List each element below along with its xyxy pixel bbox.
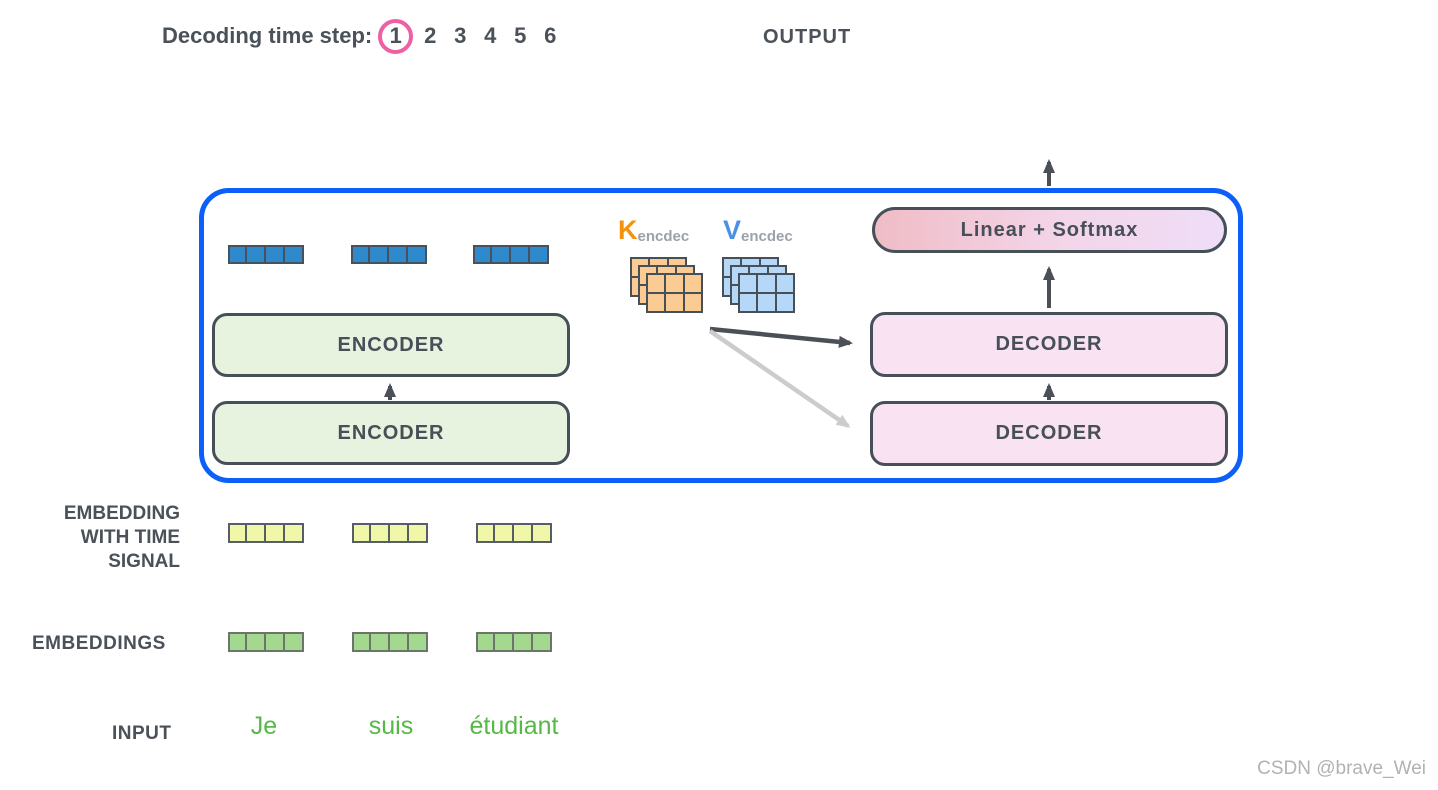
decoding-time-step-label: Decoding time step: <box>162 23 373 48</box>
linear-softmax-block: Linear + Softmax <box>872 207 1227 253</box>
time-step-5: 5 <box>514 23 527 48</box>
csdn-watermark: CSDN @brave_Wei <box>1257 758 1426 779</box>
v-subscript: encdec <box>741 228 793 245</box>
time-signal-bar-3 <box>476 523 552 543</box>
time-step-4: 4 <box>484 23 497 48</box>
input-label: INPUT <box>112 723 172 744</box>
time-signal-bar-1 <box>228 523 304 543</box>
encoder-block-top: ENCODER <box>212 313 570 377</box>
active-step-ring: 1 <box>378 18 414 54</box>
k-matrix-layer-front <box>646 273 703 313</box>
time-step-1: 1 <box>389 23 402 48</box>
encoder-output-bar-3 <box>473 245 549 264</box>
encoder-output-bar-2 <box>351 245 427 264</box>
v-encdec-label: Vencdec <box>723 215 793 246</box>
decoder-block-top: DECODER <box>870 312 1228 377</box>
encoder-output-bar-1 <box>228 245 304 264</box>
input-word-je: Je <box>250 712 278 740</box>
embedding-time-line1: EMBEDDING <box>63 503 180 524</box>
embedding-bar-1 <box>228 632 304 652</box>
v-letter: V <box>723 215 742 245</box>
k-letter: K <box>618 215 638 245</box>
embedding-time-line2: WITH TIME <box>80 527 180 548</box>
embeddings-label: EMBEDDINGS <box>32 633 166 654</box>
encoder-block-bottom: ENCODER <box>212 401 570 465</box>
decoding-time-step-row: Decoding time step: 1 2 3 4 5 6 <box>162 16 565 56</box>
decoder-block-bottom: DECODER <box>870 401 1228 466</box>
embedding-bar-2 <box>352 632 428 652</box>
k-subscript: encdec <box>637 228 690 245</box>
time-signal-bar-2 <box>352 523 428 543</box>
embedding-time-line3: SIGNAL <box>108 551 180 572</box>
v-matrix-layer-front <box>738 273 795 313</box>
input-word-suis: suis <box>368 712 414 740</box>
time-step-6: 6 <box>544 23 557 48</box>
embedding-bar-3 <box>476 632 552 652</box>
output-label: OUTPUT <box>763 26 852 48</box>
embedding-with-time-signal-label: EMBEDDING WITH TIME SIGNAL <box>0 502 180 574</box>
time-step-2: 2 <box>424 23 437 48</box>
k-encdec-label: Kencdec <box>618 215 689 246</box>
k-encdec-matrix-stack <box>630 257 704 313</box>
input-word-etudiant: étudiant <box>469 712 559 740</box>
time-step-3: 3 <box>454 23 467 48</box>
v-encdec-matrix-stack <box>722 257 796 313</box>
